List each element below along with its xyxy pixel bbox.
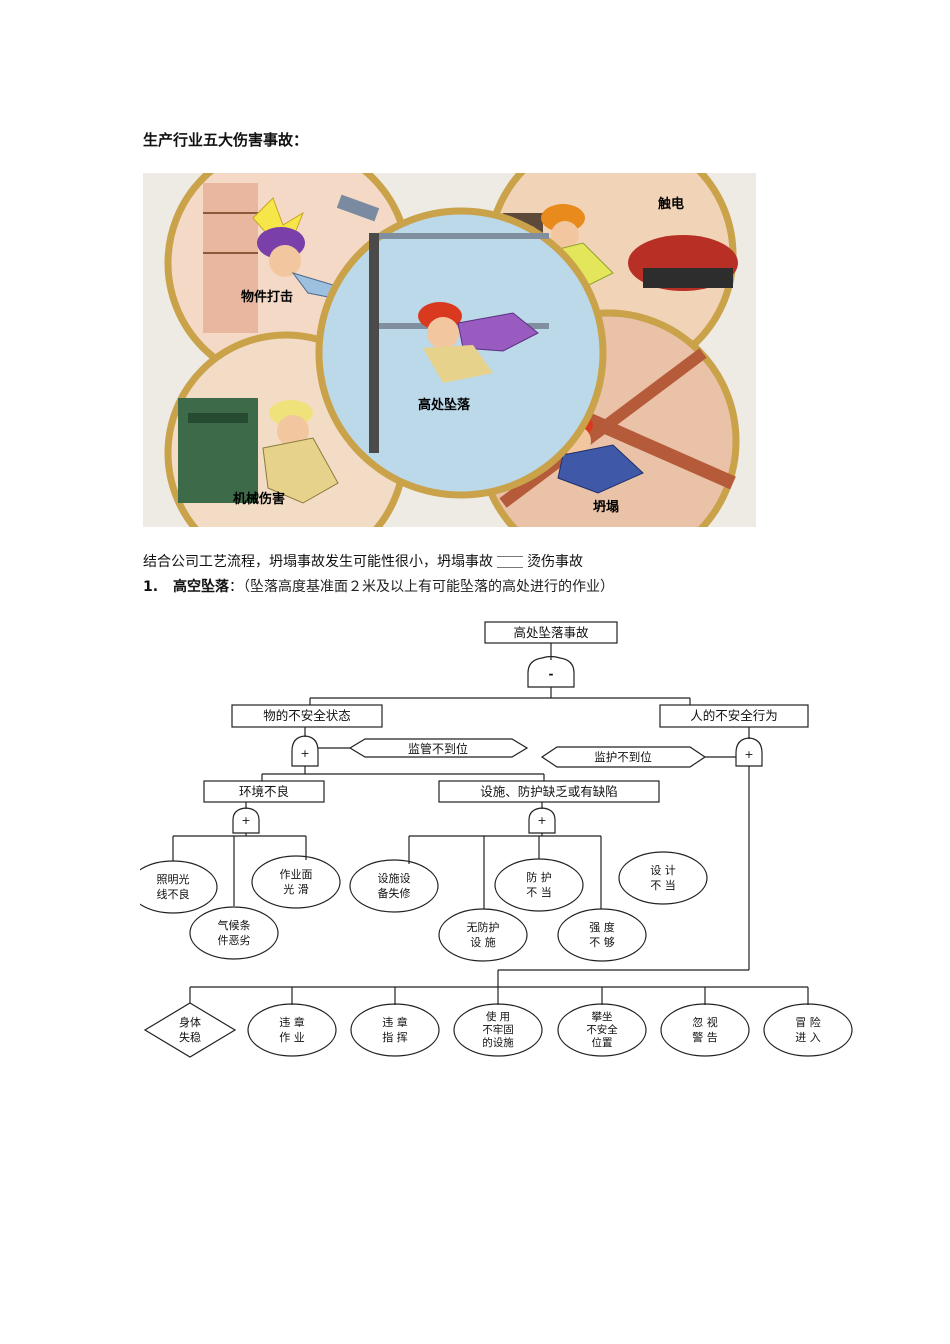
event-lighting-1: 照明光 — [157, 872, 190, 886]
paragraph-text: 结合公司工艺流程，坍塌事故发生可能性很小，坍塌事故 — [143, 554, 493, 570]
heading-colon: ： — [229, 579, 243, 595]
cond-right-label: 监护不到位 — [594, 750, 652, 764]
branch-left-label: 物的不安全状态 — [263, 708, 351, 723]
event-use-unsafe-1: 使 用 — [486, 1010, 510, 1023]
event-strength-1: 强 度 — [589, 920, 615, 934]
event-violate-cmd-1: 违 章 — [382, 1015, 408, 1029]
label-electric-shock: 触电 — [657, 196, 684, 212]
sub-env-label: 环境不良 — [239, 784, 289, 799]
label-collapse: 坍塌 — [593, 499, 619, 515]
event-use-unsafe-2: 不牢固 — [482, 1023, 514, 1036]
event-sit-unsafe-3: 位置 — [592, 1036, 613, 1049]
process-paragraph: 结合公司工艺流程，坍塌事故发生可能性很小，坍塌事故 烫伤事故 — [143, 551, 583, 571]
or-gate-fac — [528, 807, 556, 834]
event-sit-unsafe-1: 攀坐 — [592, 1010, 613, 1023]
or-gate-left — [291, 735, 319, 767]
sub-fac-box — [438, 780, 660, 803]
event-violate-cmd-2: 指 挥 — [382, 1030, 408, 1044]
event-surface-1: 作业面 — [280, 868, 313, 881]
event-improper-2: 不 当 — [526, 885, 552, 899]
event-surface-2: 光 滑 — [283, 882, 309, 896]
event-improper-1: 防 护 — [526, 870, 552, 884]
panel-fall-from-height: 高处坠落 — [315, 207, 607, 499]
event-weather-2: 件恶劣 — [218, 933, 251, 947]
event-risk-2: 进 入 — [795, 1031, 821, 1044]
cond-left-hex — [348, 738, 529, 758]
or-gate-env — [232, 807, 260, 834]
branch-right-label: 人的不安全行为 — [690, 708, 778, 723]
label-struck-by-object: 物件打击 — [241, 289, 293, 305]
top-gate-symbol: - — [549, 667, 554, 681]
event-noprotect-1: 无防护 — [467, 920, 500, 934]
sub-fac-label: 设施、防护缺乏或有缺陷 — [480, 784, 618, 799]
event-sit-unsafe-2: 不安全 — [586, 1023, 618, 1036]
section-heading: 1. 高空坠落：（坠落高度基准面２米及以上有可能坠落的高处进行的作业） — [143, 576, 614, 596]
heading-note: （坠落高度基准面２米及以上有可能坠落的高处进行的作业） — [243, 579, 614, 595]
diamond-event — [143, 1002, 237, 1058]
event-unstable-1: 身体 — [179, 1015, 201, 1029]
branch-right-box — [659, 704, 809, 728]
five-accidents-illustration: 物件打击 触电 机械伤害 坍塌 — [143, 173, 756, 527]
event-design-2: 不 当 — [650, 878, 676, 892]
event-violate-op-1: 违 章 — [279, 1015, 305, 1029]
event-repair-1: 设施设 — [378, 872, 411, 885]
label-fall-from-height: 高处坠落 — [418, 397, 471, 413]
event-violate-op-2: 作 业 — [279, 1031, 305, 1044]
or-gate-env-symbol: + — [241, 814, 250, 827]
heading-number: 1. — [143, 579, 159, 595]
label-machinery: 机械伤害 — [233, 491, 285, 507]
top-event-label: 高处坠落事故 — [513, 625, 589, 640]
paragraph-text-end: 烫伤事故 — [527, 554, 583, 570]
or-gate-left-symbol: + — [300, 747, 309, 760]
event-strength-2: 不 够 — [589, 936, 615, 949]
or-gate-right-symbol: + — [744, 748, 753, 761]
top-gate — [527, 655, 575, 688]
event-use-unsafe-3: 的设施 — [482, 1036, 514, 1049]
event-ignore-1: 忽 视 — [692, 1015, 718, 1029]
cond-left-label: 监管不到位 — [408, 741, 468, 756]
event-repair-2: 备失修 — [378, 886, 411, 900]
cond-right-hex — [540, 746, 707, 768]
event-ignore-2: 警 告 — [692, 1030, 718, 1044]
event-noprotect-2: 设 施 — [470, 936, 496, 949]
event-risk-1: 冒 险 — [795, 1015, 821, 1029]
heading-term: 高空坠落 — [173, 579, 229, 595]
approx-symbol-icon — [497, 556, 523, 568]
or-gate-fac-symbol: + — [537, 814, 546, 827]
sub-env-box — [203, 780, 325, 803]
fault-tree-diagram: 高处坠落事故 - 物的不安全状态 人的不安全行为 + + 监管不到位 监护不到位… — [140, 621, 853, 1058]
branch-left-box — [231, 704, 383, 728]
page-title: 生产行业五大伤害事故： — [143, 131, 309, 149]
event-weather-1: 气候条 — [218, 918, 251, 932]
event-unstable-2: 失稳 — [179, 1030, 201, 1044]
event-design-1: 设 计 — [650, 864, 676, 877]
event-lighting-2: 线不良 — [157, 887, 190, 901]
or-gate-right — [735, 737, 763, 767]
